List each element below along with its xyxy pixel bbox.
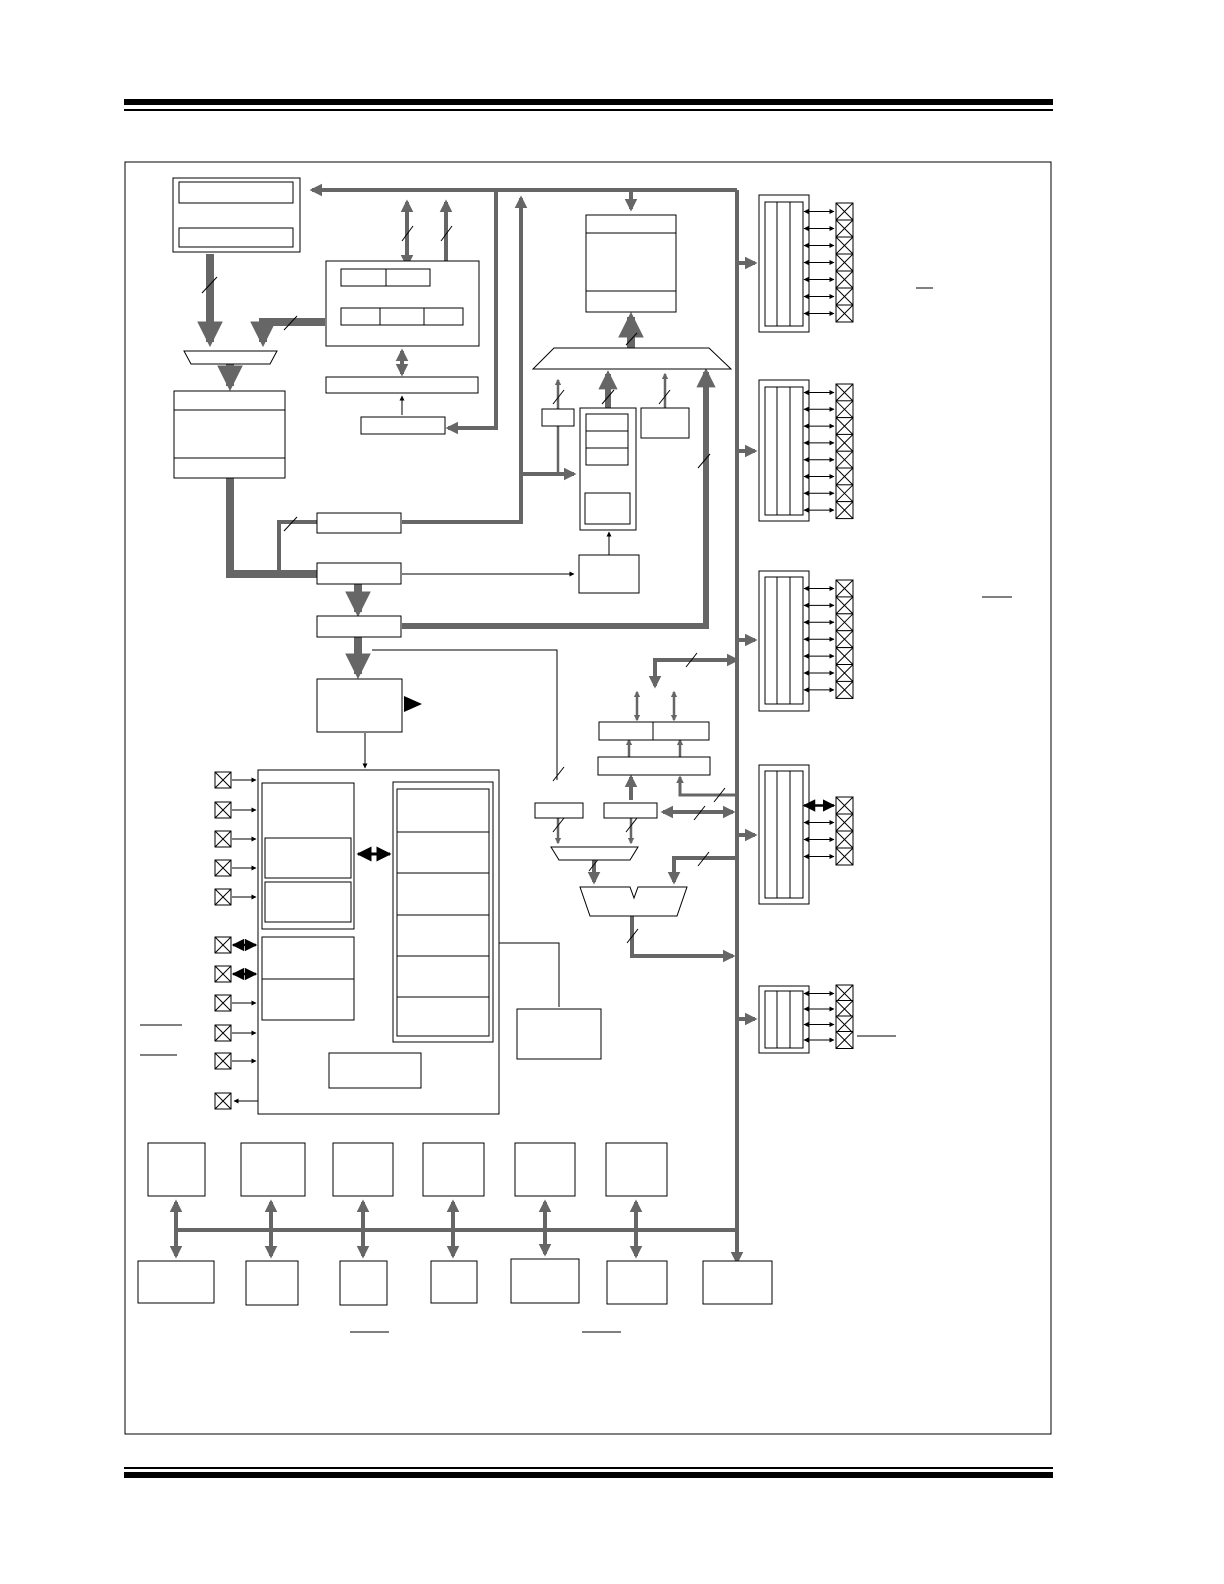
peripheral-bottom-4 bbox=[430, 1260, 478, 1304]
oscillator-pin bbox=[214, 1024, 257, 1042]
port-pin bbox=[803, 664, 854, 682]
peripheral-bottom-6 bbox=[606, 1260, 668, 1305]
peripheral-bottom-1 bbox=[137, 1260, 215, 1304]
port-pin bbox=[803, 467, 854, 486]
peripheral-top-5 bbox=[514, 1142, 576, 1197]
port-pin bbox=[803, 613, 854, 632]
oscillator-pin bbox=[214, 830, 257, 848]
port-pin bbox=[803, 680, 854, 699]
peripheral-bottom-5 bbox=[510, 1258, 580, 1304]
header-rule bbox=[124, 99, 1053, 111]
port-pin bbox=[803, 830, 854, 849]
footer-rule bbox=[124, 1467, 1053, 1478]
port-pin bbox=[803, 400, 854, 419]
oscillator-pin bbox=[214, 859, 257, 877]
bsr-box bbox=[541, 408, 575, 427]
port-pins bbox=[802, 202, 854, 1049]
status-box bbox=[640, 407, 690, 439]
figure-frame bbox=[124, 161, 1052, 1435]
instruction-latch bbox=[316, 562, 402, 585]
peripheral-top-1 bbox=[147, 1142, 206, 1197]
port-pin bbox=[803, 1000, 854, 1018]
fsr-block bbox=[360, 416, 446, 435]
port-pin bbox=[803, 647, 854, 666]
port-pin bbox=[803, 596, 854, 615]
decode-box bbox=[578, 554, 640, 594]
port-pin bbox=[803, 287, 854, 306]
oscillator-pin bbox=[214, 936, 258, 954]
multiplier-alu bbox=[579, 886, 688, 917]
pc-latch-upper bbox=[178, 181, 294, 204]
pc-latch-lower bbox=[178, 227, 294, 248]
port-pin bbox=[803, 450, 854, 469]
peripheral-top-4 bbox=[422, 1142, 485, 1197]
address-mux bbox=[183, 350, 278, 365]
bus-width-marks bbox=[201, 225, 726, 944]
peripheral-top-2 bbox=[240, 1142, 306, 1197]
port-pin bbox=[803, 484, 854, 503]
port-pin bbox=[803, 501, 854, 520]
port-pin bbox=[803, 1015, 854, 1034]
block-outlines bbox=[137, 177, 810, 1306]
data-memory-block bbox=[585, 214, 677, 313]
port-pin bbox=[803, 984, 854, 1003]
port-pin bbox=[803, 579, 854, 598]
port-pin bbox=[803, 253, 854, 272]
alu-mux bbox=[531, 347, 733, 370]
port-pin bbox=[803, 630, 854, 649]
peripheral-bottom-3 bbox=[339, 1260, 388, 1306]
bidirectional-black-arrows bbox=[356, 696, 422, 862]
oscillator-pin bbox=[214, 888, 257, 906]
peripheral-bottom-7 bbox=[702, 1260, 773, 1305]
operand-mux bbox=[550, 846, 639, 861]
oscillator-pin bbox=[214, 801, 257, 819]
oscillator-pin bbox=[214, 965, 258, 983]
port-pin bbox=[803, 270, 854, 289]
instruction-decode bbox=[316, 615, 402, 638]
port-pin bbox=[802, 796, 854, 815]
port-pin bbox=[803, 847, 854, 866]
overline-marks bbox=[140, 287, 1012, 1333]
oscillator-pin bbox=[214, 1052, 257, 1070]
oscillator-pin bbox=[214, 994, 257, 1012]
program-memory-block bbox=[173, 390, 286, 479]
port-pin bbox=[803, 813, 854, 832]
peripheral-bottom-2 bbox=[245, 1260, 299, 1306]
address-latch bbox=[325, 376, 479, 394]
port-pin bbox=[803, 1031, 854, 1049]
port-pin bbox=[803, 219, 854, 238]
port-pin bbox=[803, 417, 854, 436]
reset-block bbox=[516, 1008, 602, 1060]
port-pin bbox=[803, 383, 854, 402]
control-logic-block bbox=[316, 678, 403, 733]
oscillator-pin bbox=[214, 1092, 232, 1110]
port-pin bbox=[803, 202, 854, 221]
oscillator-pins bbox=[214, 771, 258, 1110]
port-dividers bbox=[776, 202, 791, 1048]
instruction-register bbox=[316, 512, 402, 534]
peripheral-top-6 bbox=[605, 1142, 668, 1197]
port-pin bbox=[803, 304, 854, 323]
oscillator-pin bbox=[214, 771, 257, 789]
peripheral-top-3 bbox=[332, 1142, 394, 1197]
port-pin bbox=[803, 433, 854, 452]
port-pin bbox=[803, 236, 854, 255]
